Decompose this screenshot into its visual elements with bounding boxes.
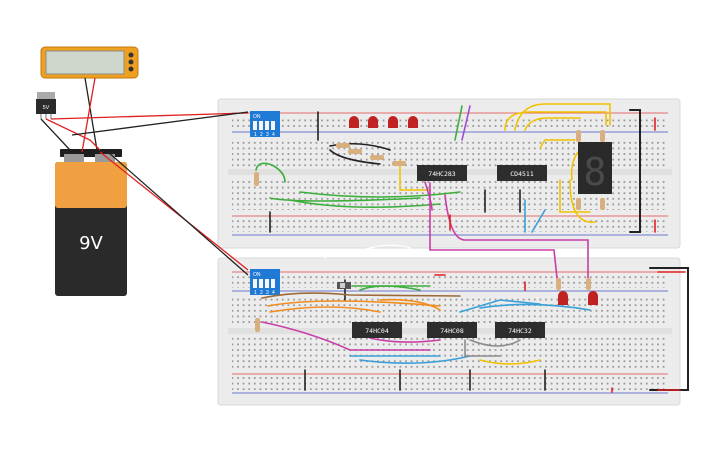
dip-toggle-4[interactable] (271, 279, 275, 288)
multimeter-display (45, 50, 125, 75)
chip-74hc32[interactable]: 74HC32 (495, 322, 545, 338)
voltage-regulator[interactable]: 5V (36, 92, 56, 119)
seven-segment-digit: 8 (584, 150, 607, 194)
multimeter[interactable] (40, 46, 139, 79)
chip-label: CD4511 (510, 170, 534, 178)
chip-label: 74HC04 (365, 327, 389, 335)
dip-switch-top[interactable]: ON 1 2 3 4 (250, 111, 280, 138)
multimeter-terminal-icon[interactable] (128, 66, 134, 72)
chip-cd4511[interactable]: CD4511 (497, 165, 547, 181)
chip-74hc04[interactable]: 74HC04 (352, 322, 402, 338)
seven-segment-display[interactable]: 8 (578, 142, 612, 194)
dip-pos-label: 3 (266, 290, 269, 296)
dip-toggle-4[interactable] (271, 121, 275, 130)
chip-label: 74HC32 (508, 327, 532, 335)
dip-toggle-2[interactable] (259, 279, 263, 288)
dip-switch-bottom-on-label: ON (253, 272, 261, 278)
multimeter-terminal-icon[interactable] (128, 52, 134, 58)
dip-pos-label: 2 (260, 290, 263, 296)
dip-switch-bottom[interactable]: ON 1 2 3 4 (250, 269, 280, 296)
top-board-wires (255, 103, 656, 281)
dip-pos-label: 1 (254, 132, 257, 138)
dip-pos-label: 4 (272, 290, 275, 296)
power-wires (40, 77, 249, 276)
dip-switch-top-on-label: ON (253, 114, 261, 120)
bottom-resistors (255, 278, 591, 332)
chip-74hc283[interactable]: 74HC283 (417, 165, 467, 181)
slide-switch[interactable] (337, 282, 351, 289)
top-resistors (254, 130, 605, 210)
regulator-label: 5V (43, 105, 50, 111)
chip-label: 74HC08 (440, 327, 464, 335)
dip-toggle-1[interactable] (253, 121, 257, 130)
dip-pos-label: 1 (254, 290, 257, 296)
multimeter-terminal-icon[interactable] (128, 59, 134, 65)
dip-pos-label: 4 (272, 132, 275, 138)
dip-toggle-2[interactable] (259, 121, 263, 130)
chip-74hc08[interactable]: 74HC08 (427, 322, 477, 338)
battery-9v[interactable]: 9V (55, 149, 127, 296)
top-leds (349, 116, 418, 128)
dip-toggle-3[interactable] (265, 279, 269, 288)
dip-pos-label: 2 (260, 132, 263, 138)
chip-label: 74HC283 (428, 170, 455, 178)
dip-pos-label: 3 (266, 132, 269, 138)
dip-toggle-3[interactable] (265, 121, 269, 130)
battery-label: 9V (79, 233, 103, 254)
bottom-leds (558, 291, 598, 305)
bottom-board-wires (261, 244, 689, 393)
dip-toggle-1[interactable] (253, 279, 257, 288)
